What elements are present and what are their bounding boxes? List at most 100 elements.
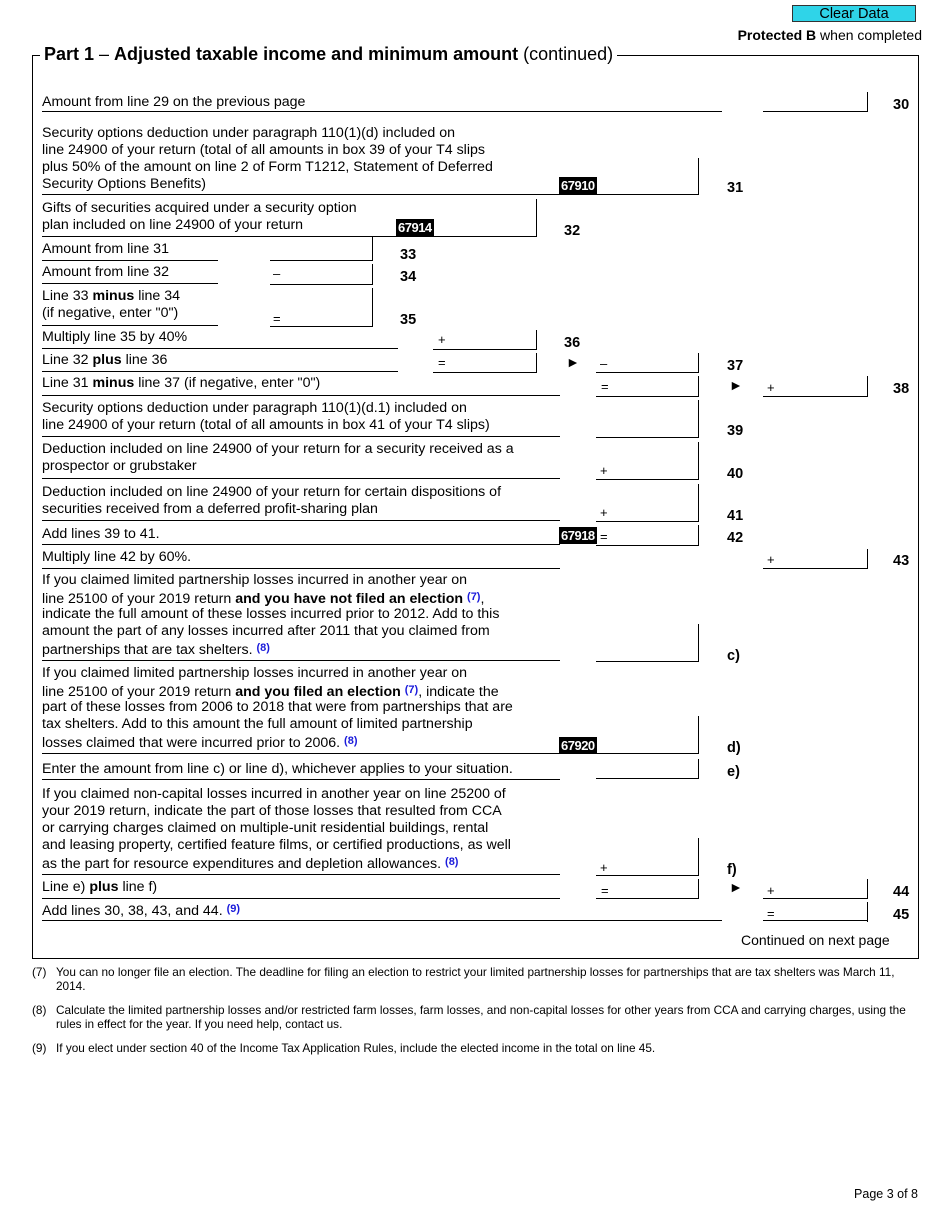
footnote-7: (7)You can no longer file an election. T… [32, 965, 895, 993]
line-c-text: amount the part of any losses incurred a… [42, 623, 490, 639]
line-31-number: 31 [727, 180, 744, 196]
line-f-text: and leasing property, certified feature … [42, 837, 511, 853]
line-c-text: partnerships that are tax shelters. (8) [42, 642, 270, 658]
equals-sign: = [273, 311, 281, 326]
line-32-code: 67914 [396, 219, 434, 236]
line-c-text: indicate the full amount of these losses… [42, 606, 500, 622]
line-39-text: line 24900 of your return (total of all … [42, 417, 490, 433]
line-33-input[interactable] [270, 240, 376, 260]
plus-sign: + [600, 860, 608, 875]
line-f-input[interactable] [614, 856, 702, 876]
plus-sign: + [438, 332, 446, 347]
line-38-subtotal-input[interactable] [614, 376, 702, 396]
minus-sign: – [600, 356, 608, 371]
footnote-9: (9)If you elect under section 40 of the … [32, 1041, 656, 1055]
line-d-input[interactable] [598, 734, 702, 754]
line-35-input[interactable] [287, 306, 376, 326]
line-c-input[interactable] [598, 641, 702, 661]
section-title: Part 1 – Adjusted taxable income and min… [40, 43, 618, 65]
line-42-label: Add lines 39 to 41. [42, 526, 160, 542]
line-31-code: 67910 [559, 177, 597, 194]
line-31-input[interactable] [598, 175, 702, 195]
plus-sign: + [600, 505, 608, 520]
line-39-input[interactable] [598, 417, 702, 437]
line-40-number: 40 [727, 466, 744, 482]
line-30-input[interactable] [763, 92, 871, 112]
line-34-label: Amount from line 32 [42, 264, 169, 280]
line-41-input[interactable] [614, 501, 702, 521]
line-45-input[interactable] [781, 902, 871, 922]
line-38-input[interactable] [781, 376, 871, 396]
arrow-right-icon: ► [729, 377, 743, 393]
equals-sign: = [600, 529, 608, 544]
page-number: Page 3 of 8 [854, 1187, 918, 1201]
clear-data-button[interactable]: Clear Data [792, 5, 916, 22]
line-d-text: line 25100 of your 2019 return and you f… [42, 684, 499, 700]
footnote-8: (8)Calculate the limited partnership los… [32, 1003, 906, 1031]
line-42-number: 42 [727, 530, 744, 546]
plus-sign: + [600, 463, 608, 478]
minus-sign: – [273, 266, 281, 281]
line-f-number: f) [727, 862, 737, 878]
line-c-number: c) [727, 648, 740, 664]
line-41-text: Deduction included on line 24900 of your… [42, 484, 502, 500]
line-f-text: your 2019 return, indicate the part of t… [42, 803, 502, 819]
line-36-input[interactable] [452, 330, 540, 350]
line-f-text: as the part for resource expenditures an… [42, 856, 459, 872]
line-35-number: 35 [400, 312, 417, 328]
line-f-text: or carrying charges claimed on multiple-… [42, 820, 489, 836]
line-d-text: part of these losses from 2006 to 2018 t… [42, 699, 513, 715]
line-31-text: Security options deduction under paragra… [42, 125, 456, 141]
line-43-number: 43 [893, 553, 910, 569]
line-42-input[interactable] [614, 525, 702, 545]
line-32-number: 32 [564, 223, 581, 239]
line-32-input[interactable] [435, 217, 539, 237]
equals-sign: = [767, 906, 775, 921]
line-e-input[interactable] [598, 759, 702, 779]
line-37-subtotal-input[interactable] [452, 353, 540, 373]
equals-sign: = [438, 355, 446, 370]
line-31-text: plus 50% of the amount on line 2 of Form… [42, 159, 493, 175]
plus-sign: + [767, 883, 775, 898]
equals-sign: = [601, 883, 609, 898]
line-37-input[interactable] [614, 353, 702, 373]
line-44-input[interactable] [781, 879, 871, 899]
line-d-text: losses claimed that were incurred prior … [42, 735, 358, 751]
line-36-label: Multiply line 35 by 40% [42, 329, 188, 345]
line-40-text: prospector or grubstaker [42, 458, 197, 474]
line-31-text: line 24900 of your return (total of all … [42, 142, 485, 158]
line-39-text: Security options deduction under paragra… [42, 400, 467, 416]
line-35-text: (if negative, enter "0") [42, 305, 179, 321]
line-41-number: 41 [727, 508, 744, 524]
line-e-number: e) [727, 764, 740, 780]
line-30-number: 30 [893, 97, 910, 113]
line-45-label: Add lines 30, 38, 43, and 44. (9) [42, 903, 241, 919]
plus-sign: + [767, 380, 775, 395]
line-44-label: Line e) plus line f) [42, 879, 158, 895]
line-e-label: Enter the amount from line c) or line d)… [42, 761, 513, 777]
line-36-number: 36 [564, 335, 581, 351]
line-34-number: 34 [400, 269, 417, 285]
line-d-number: d) [727, 740, 741, 756]
line-43-input[interactable] [781, 549, 871, 569]
line-34-input[interactable] [287, 264, 376, 284]
line-33-number: 33 [400, 247, 417, 263]
line-33-label: Amount from line 31 [42, 241, 169, 257]
arrow-right-icon: ► [566, 354, 580, 370]
line-43-label: Multiply line 42 by 60%. [42, 549, 192, 565]
line-44-subtotal-input[interactable] [614, 879, 702, 899]
line-d-text: tax shelters. Add to this amount the ful… [42, 716, 473, 732]
line-38-number: 38 [893, 381, 910, 397]
line-35-text: Line 33 minus line 34 [42, 288, 181, 304]
line-44-number: 44 [893, 884, 910, 900]
line-45-number: 45 [893, 907, 910, 923]
line-42-code: 67918 [559, 527, 597, 544]
line-c-text: line 25100 of your 2019 return and you h… [42, 591, 485, 607]
line-40-input[interactable] [614, 459, 702, 479]
equals-sign: = [601, 379, 609, 394]
line-c-text: If you claimed limited partnership losse… [42, 572, 468, 588]
protected-b-label: Protected B when completed [737, 27, 922, 43]
line-38-label: Line 31 minus line 37 (if negative, ente… [42, 375, 321, 391]
arrow-right-icon: ► [729, 879, 743, 895]
line-41-text: securities received from a deferred prof… [42, 501, 378, 517]
